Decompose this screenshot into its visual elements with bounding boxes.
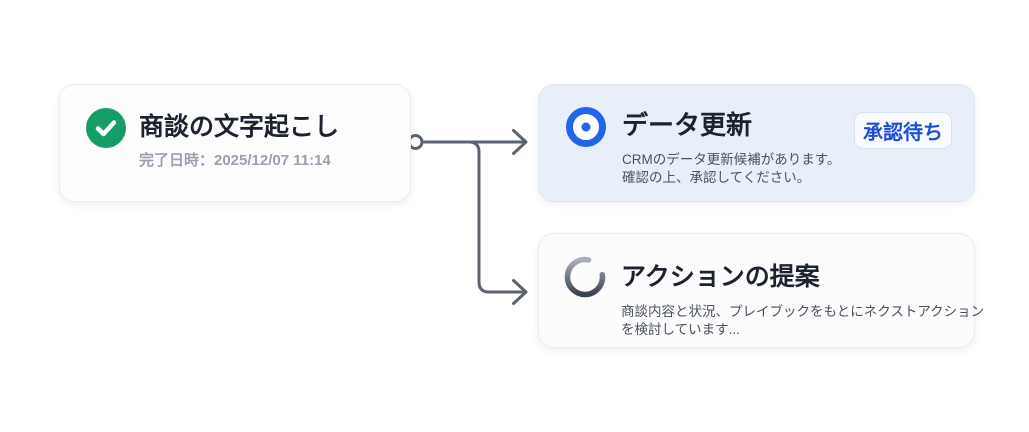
completion-timestamp: 完了日時：2025/12/07 11:14 <box>139 152 331 169</box>
target-circle-icon <box>566 107 606 147</box>
card-description: 商談内容と状況、プレイブックをもとにネクストアクション を検討しています... <box>621 304 985 337</box>
loading-spinner-icon <box>563 255 607 299</box>
arrow-right-icon <box>512 279 528 305</box>
card-action-suggestion[interactable]: アクションの提案 商談内容と状況、プレイブックをもとにネクストアクション を検討… <box>538 233 984 348</box>
card-title: 商談の文字起こし <box>139 113 340 141</box>
status-badge-pending-approval[interactable]: 承認待ち <box>854 112 952 149</box>
check-circle-icon <box>86 108 126 148</box>
card-data-update[interactable]: データ更新 CRMのデータ更新候補があります。 確認の上、承認してください。 承… <box>538 84 975 202</box>
arrow-right-icon <box>512 129 528 155</box>
card-transcription[interactable]: 商談の文字起こし 完了日時：2025/12/07 11:14 <box>59 84 411 202</box>
card-description: CRMのデータ更新候補があります。 確認の上、承認してください。 <box>622 152 841 185</box>
card-title: データ更新 <box>622 110 753 140</box>
card-title: アクションの提案 <box>621 263 820 291</box>
connector-line-bottom <box>467 140 525 294</box>
